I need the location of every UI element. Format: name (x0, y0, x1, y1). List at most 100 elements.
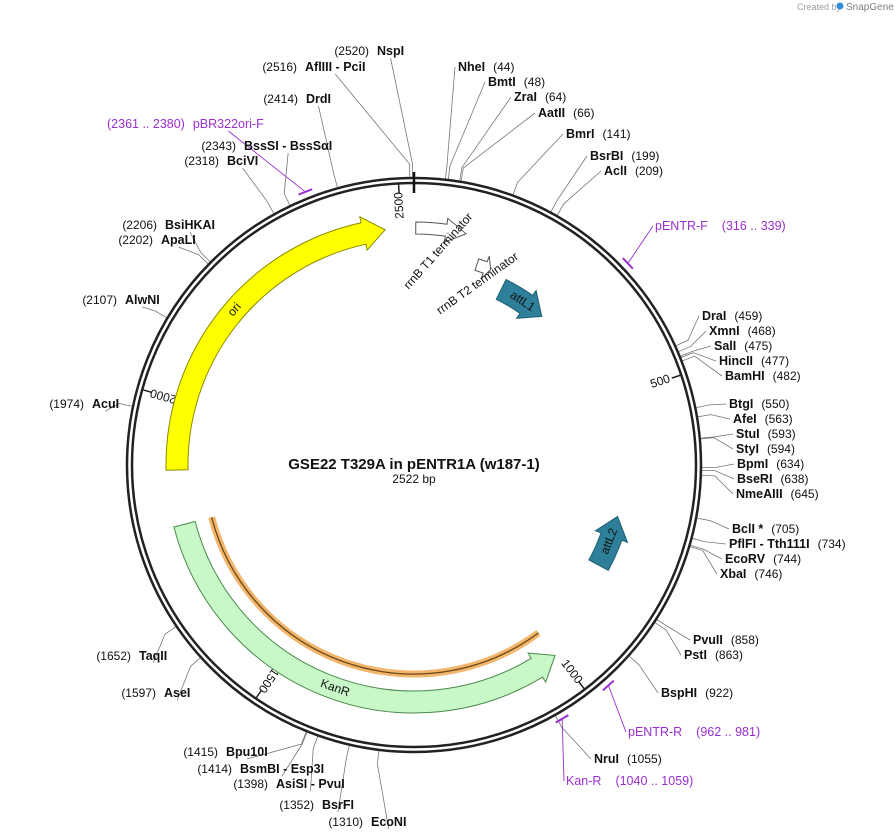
enzyme-labels[interactable]: NspI(2520) AflIII - PciI(2516) DrdI(2414) B… (49, 44, 845, 829)
enzyme-alwni[interactable]: AlwNI(2107) (82, 293, 159, 307)
enzyme-taqii[interactable]: TaqII(1652) (96, 649, 167, 663)
enzyme-name[interactable]: BtgI (729, 397, 753, 411)
primer-name[interactable]: pBR322ori-F (193, 117, 264, 131)
feature-arrow-kanr[interactable] (173, 520, 556, 714)
feature-kanr[interactable]: KanR (173, 516, 556, 714)
enzyme-apali[interactable]: ApaLI(2202) (118, 233, 195, 247)
enzyme-name[interactable]: PvuII (693, 633, 723, 647)
feature-arrow-ori[interactable] (165, 215, 386, 471)
enzyme-xmni[interactable]: XmnI(468) (709, 324, 776, 338)
enzyme-name[interactable]: BpmI (737, 457, 768, 471)
primer-name[interactable]: pENTR-R (628, 725, 682, 739)
feature-rrnb-t1[interactable]: rrnB T1 terminator (400, 210, 475, 292)
enzyme-xbai[interactable]: XbaI(746) (720, 567, 782, 581)
enzyme-name[interactable]: AflIII - PciI (305, 60, 365, 74)
enzyme-name[interactable]: BamHI (725, 369, 765, 383)
enzyme-name[interactable]: AatII (538, 106, 565, 120)
enzyme-econi[interactable]: EcoNI(1310) (328, 815, 406, 829)
enzyme-name[interactable]: BciVI (227, 154, 258, 168)
enzyme-aatii[interactable]: AatII(66) (538, 106, 594, 120)
enzyme-bsihkai[interactable]: BsiHKAI(2206) (122, 218, 215, 232)
enzyme-name[interactable]: AseI (164, 686, 190, 700)
enzyme-name[interactable]: AlwNI (125, 293, 160, 307)
feature-ori[interactable]: ori (165, 215, 386, 471)
feature-attl1[interactable]: attL1 (495, 278, 543, 319)
enzyme-drdi[interactable]: DrdI(2414) (263, 92, 331, 106)
enzyme-name[interactable]: EcoRV (725, 552, 766, 566)
enzyme-name[interactable]: StuI (736, 427, 760, 441)
enzyme-name[interactable]: NruI (594, 752, 619, 766)
enzyme-btgi[interactable]: BtgI(550) (729, 397, 789, 411)
enzyme-asisi-pvui[interactable]: AsiSI - PvuI(1398) (233, 777, 344, 791)
feature-arrow-rrnb-t2[interactable] (474, 255, 492, 280)
enzyme-acui[interactable]: AcuI(1974) (49, 397, 119, 411)
enzyme-name[interactable]: AsiSI - PvuI (276, 777, 345, 791)
enzyme-sali[interactable]: SalI(475) (714, 339, 772, 353)
enzyme-nspi[interactable]: NspI(2520) (334, 44, 404, 58)
enzyme-name[interactable]: BssSI - BssSαI (244, 139, 332, 153)
enzyme-name[interactable]: SalI (714, 339, 736, 353)
enzyme-name[interactable]: NheI (458, 60, 485, 74)
primer-name[interactable]: Kan-R (566, 774, 601, 788)
enzyme-bpu10i[interactable]: Bpu10I(1415) (183, 745, 267, 759)
feature-arrow-attl2[interactable] (588, 515, 629, 572)
enzyme-name[interactable]: BsiHKAI (165, 218, 215, 232)
enzyme-bamhi[interactable]: BamHI(482) (725, 369, 801, 383)
enzyme-name[interactable]: BmtI (488, 75, 516, 89)
enzyme-afliii-pcii[interactable]: AflIII - PciI(2516) (262, 60, 365, 74)
enzyme-psti[interactable]: PstI(863) (684, 648, 743, 662)
enzyme-bmti[interactable]: BmtI(48) (488, 75, 545, 89)
enzyme-name[interactable]: Bpu10I (226, 745, 268, 759)
enzyme-zrai[interactable]: ZraI(64) (514, 90, 566, 104)
enzyme-bsrbi[interactable]: BsrBI(199) (590, 149, 659, 163)
feature-arrow-attl1[interactable] (495, 278, 543, 319)
enzyme-name[interactable]: DrdI (306, 92, 331, 106)
enzyme-pflfi-tth111i[interactable]: PflFI - Tth111I(734) (729, 537, 846, 551)
enzyme-pvuii[interactable]: PvuII(858) (693, 633, 759, 647)
primer-pentr-r[interactable]: (962 .. 981)pENTR-R (602, 679, 760, 739)
enzyme-afei[interactable]: AfeI(563) (733, 412, 793, 426)
enzyme-name[interactable]: BspHI (661, 686, 697, 700)
enzyme-acli[interactable]: AclI(209) (604, 164, 663, 178)
enzyme-bmri[interactable]: BmrI(141) (566, 127, 631, 141)
enzyme-name[interactable]: ZraI (514, 90, 537, 104)
enzyme-name[interactable]: XbaI (720, 567, 746, 581)
enzyme-bsssi-bsss-i[interactable]: BssSI - BssSαI(2343) (201, 139, 332, 153)
enzyme-name[interactable]: EcoNI (371, 815, 406, 829)
enzyme-name[interactable]: NmeAIII (736, 487, 783, 501)
primer-pentr-f[interactable]: (316 .. 339)pENTR-F (622, 219, 786, 270)
primer-kan-r[interactable]: (1040 .. 1059)Kan-R (555, 714, 693, 788)
enzyme-bsphi[interactable]: BspHI(922) (661, 686, 733, 700)
enzyme-name[interactable]: BsrFI (322, 798, 354, 812)
enzyme-nhei[interactable]: NheI(44) (458, 60, 514, 74)
enzyme-name[interactable]: BsmBI - Esp3I (240, 762, 324, 776)
enzyme-nmeaiii[interactable]: NmeAIII(645) (736, 487, 819, 501)
enzyme-drai[interactable]: DraI(459) (702, 309, 762, 323)
enzyme-bseri[interactable]: BseRI(638) (737, 472, 808, 486)
primer-name[interactable]: pENTR-F (655, 219, 708, 233)
primer-pbr322ori-f[interactable]: (2361 .. 2380)pBR322ori-F (107, 117, 313, 196)
enzyme-name[interactable]: HincII (719, 354, 753, 368)
feature-attl2[interactable]: attL2 (588, 515, 629, 572)
enzyme-bsrfi[interactable]: BsrFI(1352) (279, 798, 354, 812)
enzyme-name[interactable]: XmnI (709, 324, 740, 338)
enzyme-hincii[interactable]: HincII(477) (719, 354, 789, 368)
enzyme-name[interactable]: BseRI (737, 472, 772, 486)
enzyme-bpmi[interactable]: BpmI(634) (737, 457, 804, 471)
enzyme-name[interactable]: AcuI (92, 397, 119, 411)
enzyme-bsmbi-esp3i[interactable]: BsmBI - Esp3I(1414) (197, 762, 324, 776)
enzyme-bcli[interactable]: BclI *(705) (732, 522, 799, 536)
feature-arrow-rrnb-t1[interactable] (415, 217, 468, 243)
enzyme-styi[interactable]: StyI(594) (736, 442, 795, 456)
enzyme-name[interactable]: StyI (736, 442, 759, 456)
enzyme-name[interactable]: TaqII (139, 649, 167, 663)
enzyme-name[interactable]: BclI * (732, 522, 763, 536)
enzyme-stui[interactable]: StuI(593) (736, 427, 796, 441)
enzyme-ecorv[interactable]: EcoRV(744) (725, 552, 801, 566)
enzyme-name[interactable]: BmrI (566, 127, 594, 141)
primer-annotations[interactable]: (2361 .. 2380)pBR322ori-F (316 .. 339)pEN… (107, 117, 786, 788)
enzyme-name[interactable]: DraI (702, 309, 726, 323)
enzyme-bcivi[interactable]: BciVI(2318) (184, 154, 258, 168)
enzyme-name[interactable]: NspI (377, 44, 404, 58)
enzyme-name[interactable]: PstI (684, 648, 707, 662)
